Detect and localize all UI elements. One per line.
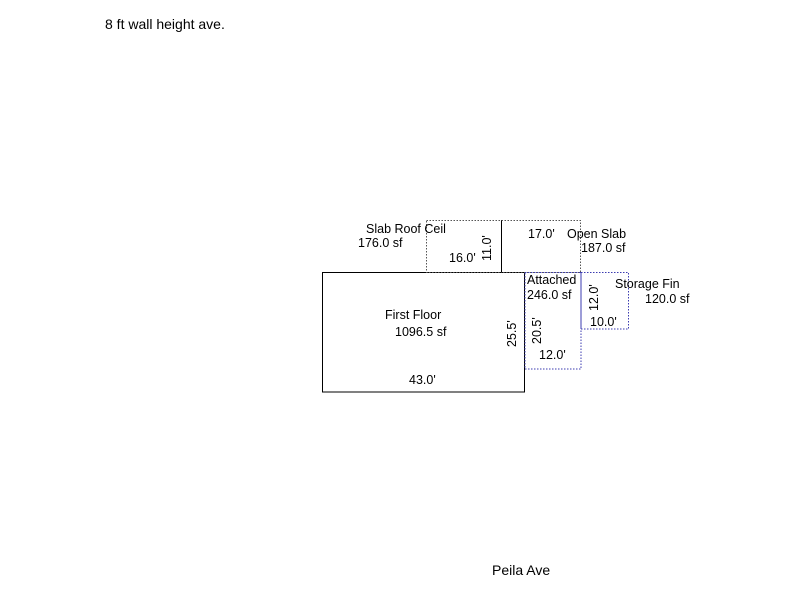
storage-fin-width-dim: 10.0'	[590, 315, 617, 329]
first-floor-area: First Floor 1096.5 sf 43.0' 25.5'	[322, 272, 525, 393]
attached-area: Attached 246.0 sf 20.5' 12.0'	[524, 272, 582, 370]
storage-fin-area: Storage Fin 120.0 sf 12.0' 10.0'	[580, 272, 690, 330]
attached-area-value: 246.0 sf	[527, 288, 572, 302]
slab-roof-ceil-area: Slab Roof Ceil 176.0 sf 16.0' 11.0'	[358, 220, 502, 273]
open-slab-area: 17.0' Open Slab 187.0 sf	[501, 220, 626, 273]
slab-roof-ceil-outline	[426, 220, 502, 273]
attached-label: Attached	[527, 273, 576, 287]
storage-fin-depth-dim: 12.0'	[587, 284, 601, 311]
first-floor-label: First Floor	[385, 308, 441, 322]
slab-roof-ceil-label: Slab Roof Ceil	[366, 222, 446, 236]
wall-height-note: 8 ft wall height ave.	[105, 16, 225, 32]
attached-depth-dim: 20.5'	[530, 317, 544, 344]
storage-fin-label: Storage Fin	[615, 277, 680, 291]
storage-fin-outline	[580, 272, 629, 330]
first-floor-outline	[322, 272, 525, 393]
street-name: Peila Ave	[492, 562, 551, 578]
attached-outline	[524, 272, 582, 370]
open-slab-area-value: 187.0 sf	[581, 241, 626, 255]
storage-fin-area-value: 120.0 sf	[645, 292, 690, 306]
first-floor-width-dim: 43.0'	[409, 373, 436, 387]
open-slab-width-dim: 17.0'	[528, 227, 555, 241]
first-floor-depth-dim: 25.5'	[505, 320, 519, 347]
attached-width-dim: 12.0'	[539, 348, 566, 362]
slab-roof-ceil-area-value: 176.0 sf	[358, 236, 403, 250]
slab-roof-ceil-width-dim: 16.0'	[449, 251, 476, 265]
open-slab-outline	[501, 220, 581, 273]
open-slab-label: Open Slab	[567, 227, 626, 241]
slab-roof-ceil-depth-dim: 11.0'	[480, 235, 494, 261]
first-floor-area-value: 1096.5 sf	[395, 325, 447, 339]
